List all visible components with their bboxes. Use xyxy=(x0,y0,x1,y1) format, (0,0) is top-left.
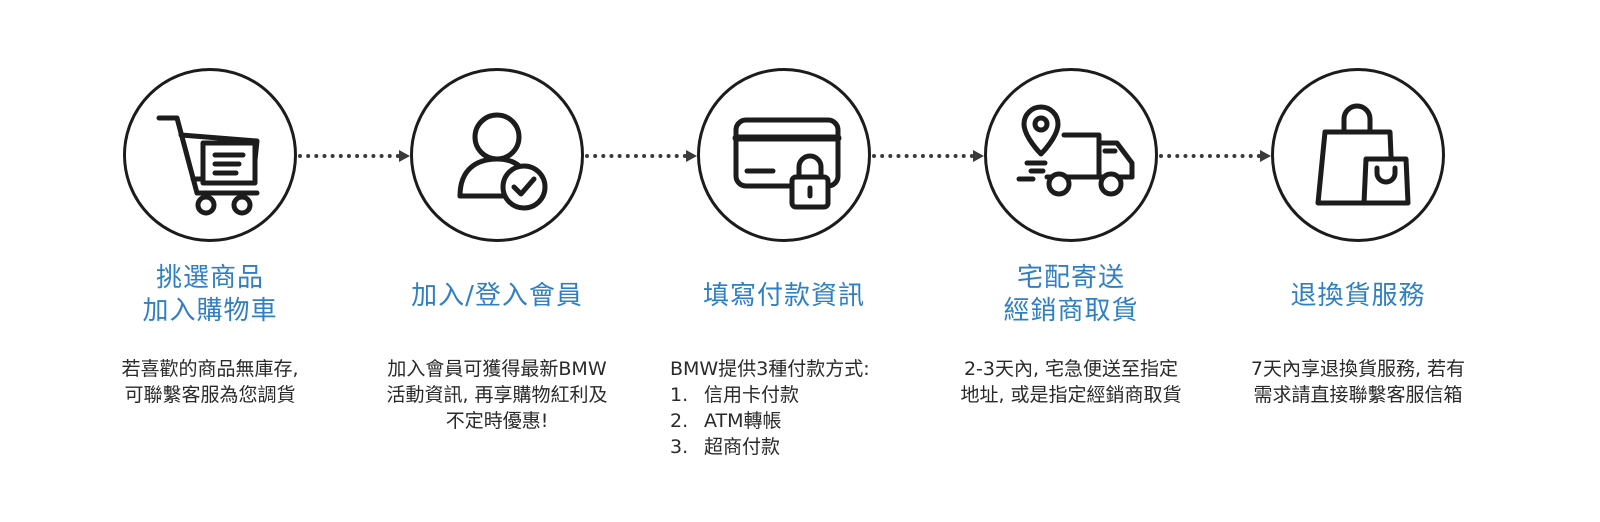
connector-arrow-4 xyxy=(1159,150,1271,162)
step-5-desc-line-2: 需求請直接聯繫客服信箱 xyxy=(1253,384,1463,406)
payment-option-2-number: 2. xyxy=(670,410,689,432)
shopping-cart-icon xyxy=(156,115,260,216)
arrow-right-icon xyxy=(399,150,410,162)
credit-card-lock-icon xyxy=(732,117,842,210)
payment-option-3-text: 超商付款 xyxy=(704,436,781,458)
payment-option-2-text: ATM轉帳 xyxy=(704,410,782,432)
step-4-title: 宅配寄送 經銷商取貨 xyxy=(931,262,1211,328)
step-4-title-line-1: 宅配寄送 xyxy=(1016,263,1125,293)
step-1-title-line-2: 加入購物車 xyxy=(142,296,278,326)
payment-option-3: 3. 超商付款 xyxy=(670,434,920,460)
step-5-description: 7天內享退換貨服務, 若有 需求請直接聯繫客服信箱 xyxy=(1218,356,1498,408)
step-3-description: BMW提供3種付款方式: 1. 信用卡付款 2. ATM轉帳 3. 超商付款 xyxy=(670,356,920,460)
step-5-title: 退換貨服務 xyxy=(1218,280,1498,313)
step-4-desc-line-1: 2-3天內, 宅急便送至指定 xyxy=(963,358,1179,380)
step-4-desc-line-2: 地址, 或是指定經銷商取貨 xyxy=(960,384,1182,406)
step-5-desc-line-1: 7天內享退換貨服務, 若有 xyxy=(1250,358,1466,380)
connector-arrow-1 xyxy=(298,150,410,162)
step-1-icon-circle xyxy=(123,68,297,242)
connector-arrow-3 xyxy=(872,150,984,162)
step-5-icon-circle xyxy=(1271,68,1445,242)
user-check-icon xyxy=(457,112,548,211)
shopping-bags-icon xyxy=(1315,103,1411,206)
step-2-desc-line-3: 不定時優惠! xyxy=(445,410,549,432)
arrow-right-icon xyxy=(686,150,697,162)
step-2-description: 加入會員可獲得最新BMW 活動資訊, 再享購物紅利及 不定時優惠! xyxy=(357,356,637,434)
step-3-icon-circle xyxy=(697,68,871,242)
payment-option-2: 2. ATM轉帳 xyxy=(670,408,920,434)
step-2-title-line-1: 加入/登入會員 xyxy=(411,281,583,311)
arrow-right-icon xyxy=(1260,150,1271,162)
payment-option-3-number: 3. xyxy=(670,436,689,458)
step-3-title: 填寫付款資訊 xyxy=(644,280,924,313)
payment-option-1-number: 1. xyxy=(670,384,689,406)
step-1-description: 若喜歡的商品無庫存, 可聯繫客服為您調貨 xyxy=(70,356,350,408)
step-2-desc-line-2: 活動資訊, 再享購物紅利及 xyxy=(386,384,608,406)
step-1-desc-line-1: 若喜歡的商品無庫存, xyxy=(121,358,299,380)
step-1-title: 挑選商品 加入購物車 xyxy=(70,262,350,328)
step-1-desc-line-2: 可聯繫客服為您調貨 xyxy=(124,384,296,406)
step-4-icon-circle xyxy=(984,68,1158,242)
payment-option-1: 1. 信用卡付款 xyxy=(670,382,920,408)
step-3-desc-intro: BMW提供3種付款方式: xyxy=(670,358,870,380)
step-4-title-line-2: 經銷商取貨 xyxy=(1003,296,1139,326)
connector-arrow-2 xyxy=(585,150,697,162)
step-2-title: 加入/登入會員 xyxy=(357,280,637,313)
arrow-right-icon xyxy=(973,150,984,162)
step-4-description: 2-3天內, 宅急便送至指定 地址, 或是指定經銷商取貨 xyxy=(931,356,1211,408)
delivery-truck-location-icon xyxy=(1016,104,1135,197)
payment-option-1-text: 信用卡付款 xyxy=(704,384,800,406)
step-1-title-line-1: 挑選商品 xyxy=(155,263,264,293)
step-2-desc-line-1: 加入會員可獲得最新BMW xyxy=(387,358,607,380)
step-3-title-line-1: 填寫付款資訊 xyxy=(702,281,865,311)
step-5-title-line-1: 退換貨服務 xyxy=(1290,281,1426,311)
step-2-icon-circle xyxy=(410,68,584,242)
